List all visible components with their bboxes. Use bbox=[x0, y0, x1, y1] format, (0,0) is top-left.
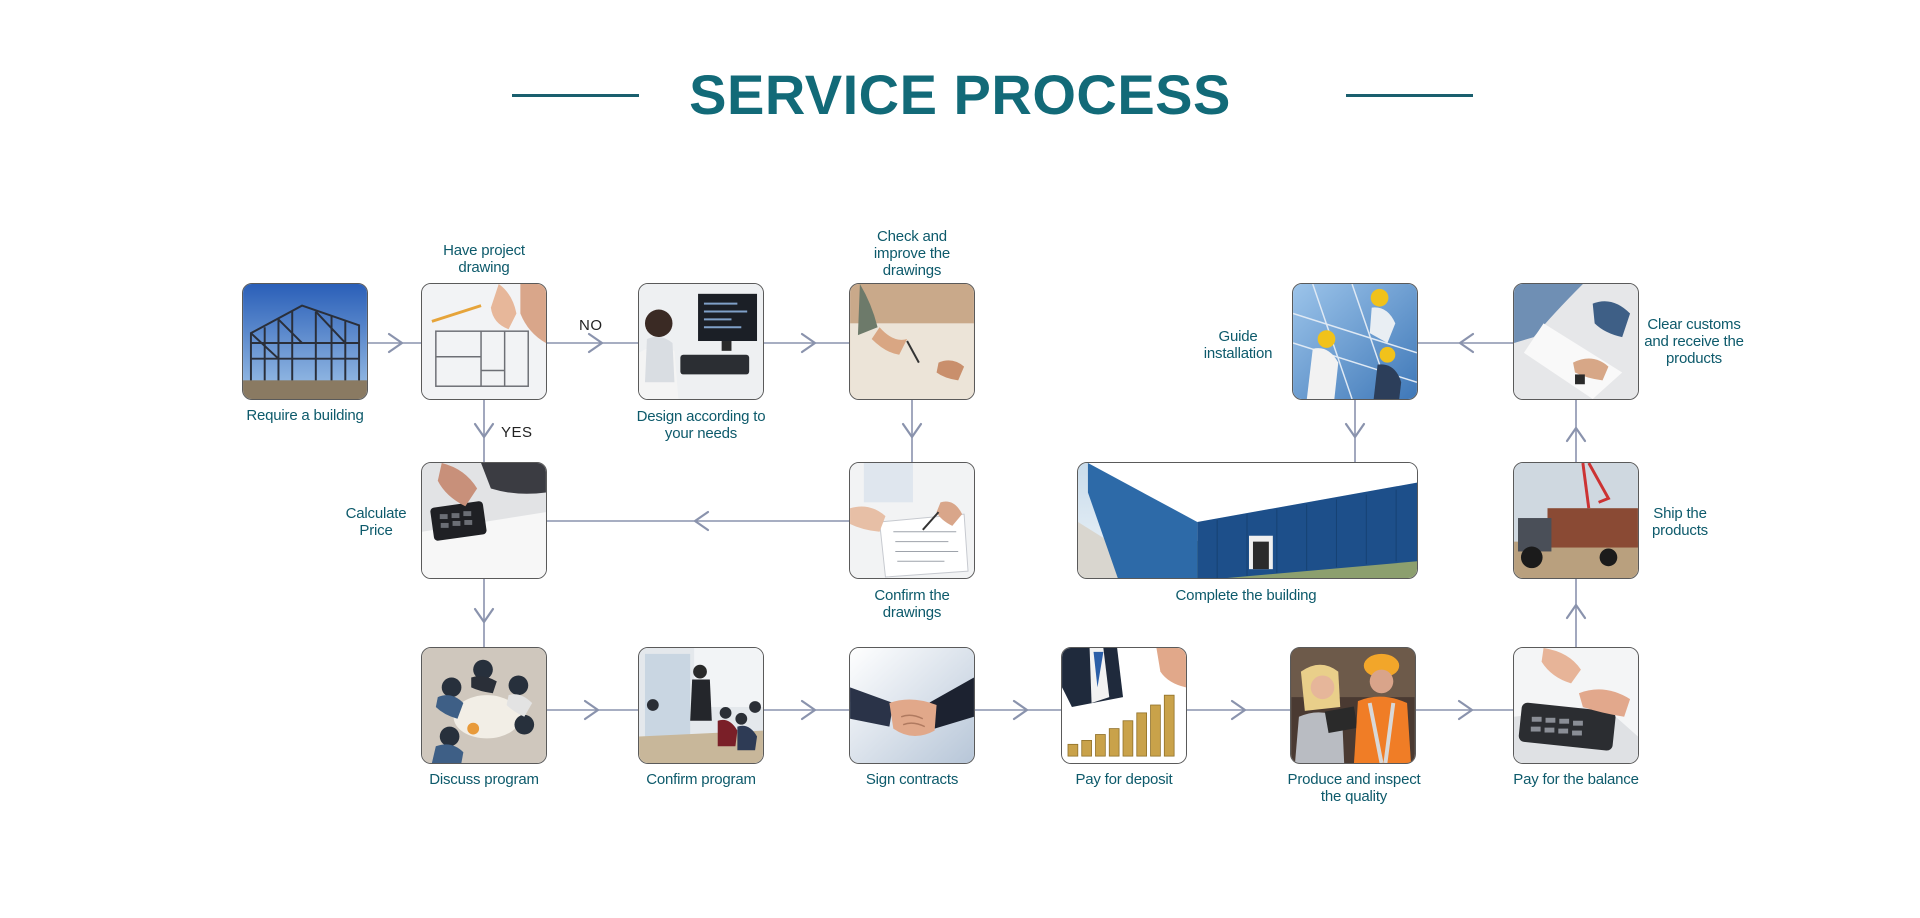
arrow-down-icon bbox=[1344, 422, 1366, 439]
discuss-program-image bbox=[421, 647, 547, 764]
pay-deposit-label: Pay for deposit bbox=[1075, 771, 1173, 788]
arrow-right-icon bbox=[387, 332, 404, 354]
workers-icon bbox=[1293, 284, 1417, 399]
branch-yes-label: YES bbox=[501, 424, 533, 441]
clear-customs-label: Clear customs and receive the products bbox=[1644, 316, 1744, 367]
title-line-left bbox=[512, 94, 639, 97]
check-drawings-image bbox=[849, 283, 975, 400]
drafting-icon bbox=[850, 284, 974, 399]
inspection-icon bbox=[1291, 648, 1415, 763]
branch-no-label: NO bbox=[579, 317, 603, 334]
complete-building-label: Complete the building bbox=[1175, 587, 1317, 604]
check-drawings-label: Check and improve the drawings bbox=[873, 228, 951, 279]
discuss-program-label: Discuss program bbox=[429, 771, 539, 788]
pay-deposit-image bbox=[1061, 647, 1187, 764]
confirm-drawings-label: Confirm the drawings bbox=[874, 587, 950, 621]
confirm-program-label: Confirm program bbox=[646, 771, 756, 788]
steel-frame-icon bbox=[243, 284, 367, 399]
calculator-icon bbox=[422, 463, 546, 578]
arrow-up-icon bbox=[1565, 426, 1587, 443]
arrow-right-icon bbox=[1457, 699, 1474, 721]
warehouse-icon bbox=[1078, 463, 1417, 578]
require-building-image bbox=[242, 283, 368, 400]
document-review-icon bbox=[850, 463, 974, 578]
project-drawing-image bbox=[421, 283, 547, 400]
confirm-program-image bbox=[638, 647, 764, 764]
sign-contracts-label: Sign contracts bbox=[865, 771, 959, 788]
design-image bbox=[638, 283, 764, 400]
guide-installation-label: Guide installation bbox=[1203, 328, 1273, 362]
require-building-label: Require a building bbox=[246, 407, 364, 424]
page-title: SERVICE PROCESS bbox=[689, 63, 1231, 126]
arrow-right-icon bbox=[800, 332, 817, 354]
ship-products-image bbox=[1513, 462, 1639, 579]
arrow-right-icon bbox=[583, 699, 600, 721]
clear-customs-image bbox=[1513, 283, 1639, 400]
meeting-icon bbox=[422, 648, 546, 763]
produce-inspect-label: Produce and inspect the quality bbox=[1287, 771, 1421, 805]
pay-balance-label: Pay for the balance bbox=[1513, 771, 1639, 788]
calculator-balance-icon bbox=[1514, 648, 1638, 763]
confirm-drawings-image bbox=[849, 462, 975, 579]
arrow-down-icon bbox=[901, 422, 923, 439]
handshake-icon bbox=[850, 648, 974, 763]
blueprint-icon bbox=[422, 284, 546, 399]
calculate-price-label: Calculate Price bbox=[345, 505, 407, 539]
customs-icon bbox=[1514, 284, 1638, 399]
arrow-right-icon bbox=[1012, 699, 1029, 721]
arrow-right-icon bbox=[800, 699, 817, 721]
title-line-right bbox=[1346, 94, 1473, 97]
computer-design-icon bbox=[639, 284, 763, 399]
truck-icon bbox=[1514, 463, 1638, 578]
arrow-left-icon bbox=[1458, 332, 1475, 354]
arrow-left-icon bbox=[693, 510, 710, 532]
project-drawing-label: Have project drawing bbox=[443, 242, 525, 276]
ship-products-label: Ship the products bbox=[1652, 505, 1708, 539]
pay-balance-image bbox=[1513, 647, 1639, 764]
complete-building-image bbox=[1077, 462, 1418, 579]
arrow-up-icon bbox=[1565, 603, 1587, 620]
guide-installation-image bbox=[1292, 283, 1418, 400]
coins-icon bbox=[1062, 648, 1186, 763]
design-label: Design according to your needs bbox=[636, 408, 766, 442]
arrow-right-icon bbox=[1230, 699, 1247, 721]
calculate-price-image bbox=[421, 462, 547, 579]
sign-contracts-image bbox=[849, 647, 975, 764]
presentation-icon bbox=[639, 648, 763, 763]
arrow-down-icon bbox=[473, 607, 495, 624]
arrow-down-icon bbox=[473, 422, 495, 439]
produce-inspect-image bbox=[1290, 647, 1416, 764]
arrow-right-icon bbox=[587, 332, 604, 354]
